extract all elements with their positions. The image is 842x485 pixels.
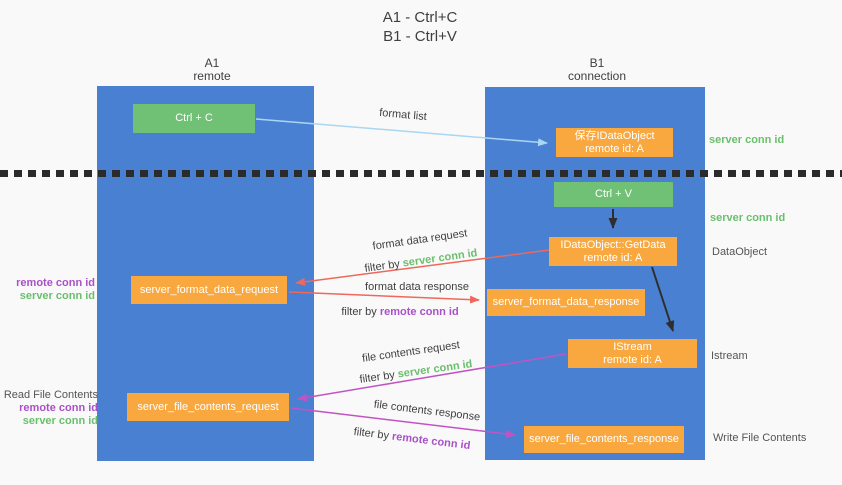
filter-key-server-conn-id: server conn id [401, 247, 479, 270]
label-format-data-response: format data response [365, 281, 469, 293]
node-server-file-contents-request: server_file_contents_request [127, 393, 289, 421]
format-request-keys: remote conn id server conn id [0, 277, 95, 303]
lane-header-a1: A1 remote [147, 57, 277, 83]
node-ctrl-v: Ctrl + V [554, 182, 673, 207]
filter-by-text: filter by [353, 425, 393, 443]
label-format-list: format list [378, 106, 428, 124]
node-server-format-data-request: server_format_data_request [131, 276, 287, 304]
filter-key-server-conn-id: server conn id [396, 358, 474, 381]
node-format-response-label: server_format_data_response [492, 296, 640, 308]
title-line-a1: A1 - Ctrl+C [382, 9, 458, 26]
arrow-format-data-response [288, 291, 480, 304]
node-istream-line2: remote id: A [603, 353, 662, 366]
node-istream-line1: IStream [613, 340, 652, 353]
filter-key-remote-conn-id: remote conn id [379, 306, 459, 318]
node-ctrl-c: Ctrl + C [133, 104, 255, 133]
node-ctrl-v-label: Ctrl + V [595, 188, 632, 200]
filter-by-text: filter by [363, 257, 404, 275]
diagram-title: A1 - Ctrl+C B1 - Ctrl+V [300, 8, 540, 46]
filter-by-text: filter by [358, 368, 399, 386]
lane-b1-name: B1 [589, 56, 605, 70]
label-server-conn-id: server conn id [22, 415, 98, 427]
node-server-file-contents-response: server_file_contents_response [524, 426, 684, 453]
label-dataobject: DataObject [712, 246, 768, 258]
node-ctrl-c-label: Ctrl + C [175, 112, 213, 124]
lane-b1-role: connection [567, 69, 627, 83]
file-request-keys: Read File Contents remote conn id server… [0, 389, 98, 428]
label-server-conn-id-mid: server conn id [710, 212, 786, 224]
filter-by-text: filter by [341, 306, 380, 318]
label-remote-conn-id: remote conn id [19, 402, 98, 414]
label-format-data-request: format data request [371, 227, 469, 253]
label-filter-format-response: filter by remote conn id [341, 306, 458, 318]
filter-key-remote-conn-id: remote conn id [391, 430, 471, 453]
node-save-idataobject-line2: remote id: A [585, 142, 644, 155]
node-file-response-label: server_file_contents_response [529, 433, 679, 445]
label-istream: Istream [711, 350, 748, 362]
node-save-idataobject-line1: 保存IDataObject [574, 129, 655, 142]
node-getdata-line1: IDataObject::GetData [560, 238, 666, 251]
label-server-conn-id: server conn id [19, 290, 95, 302]
node-istream: IStream remote id: A [568, 339, 697, 368]
lane-header-b1: B1 connection [532, 57, 662, 83]
label-remote-conn-id: remote conn id [16, 277, 95, 289]
dashed-divider [0, 170, 842, 177]
label-server-conn-id-top: server conn id [709, 134, 785, 146]
node-idataobject-getdata: IDataObject::GetData remote id: A [549, 237, 677, 266]
label-file-contents-response: file contents response [373, 398, 481, 424]
lane-a1-role: remote [193, 69, 231, 83]
label-read-file-contents: Read File Contents [3, 389, 98, 401]
title-line-b1: B1 - Ctrl+V [383, 28, 457, 45]
node-format-request-label: server_format_data_request [139, 283, 279, 296]
node-file-request-label: server_file_contents_request [137, 400, 279, 413]
node-save-idataobject: 保存IDataObject remote id: A [556, 128, 673, 157]
node-getdata-line2: remote id: A [583, 251, 643, 264]
label-write-file-contents: Write File Contents [713, 432, 807, 444]
lane-a1-name: A1 [204, 56, 220, 70]
node-server-format-data-response: server_format_data_response [487, 289, 645, 316]
label-filter-file-response: filter by remote conn id [353, 426, 471, 452]
